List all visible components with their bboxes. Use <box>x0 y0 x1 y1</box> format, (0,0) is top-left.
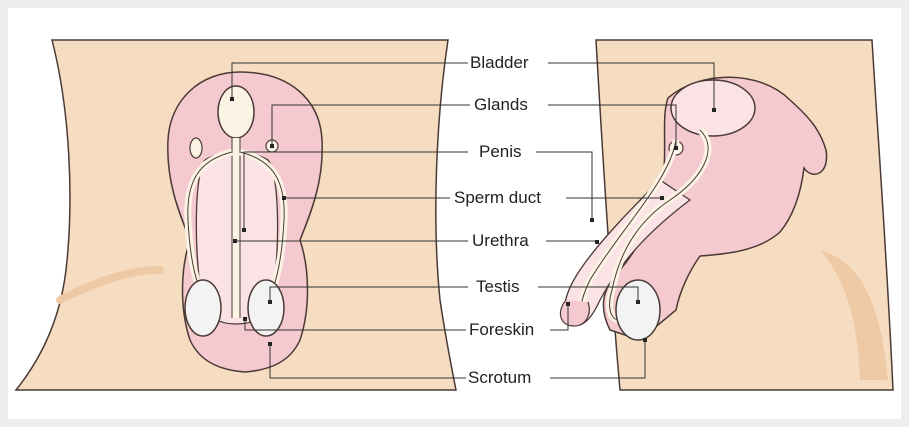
label-foreskin: Foreskin <box>469 320 534 340</box>
label-penis: Penis <box>479 142 522 162</box>
front-testis-left <box>185 280 221 336</box>
side-foreskin <box>560 300 589 326</box>
label-bladder: Bladder <box>470 53 529 73</box>
label-glands: Glands <box>474 95 528 115</box>
side-view <box>560 40 893 390</box>
label-urethra: Urethra <box>472 231 529 251</box>
front-bladder <box>218 86 254 138</box>
label-scrotum: Scrotum <box>468 368 531 388</box>
front-view <box>16 40 456 390</box>
front-testis-right <box>248 280 284 336</box>
label-sperm-duct: Sperm duct <box>454 188 541 208</box>
label-testis: Testis <box>476 277 519 297</box>
